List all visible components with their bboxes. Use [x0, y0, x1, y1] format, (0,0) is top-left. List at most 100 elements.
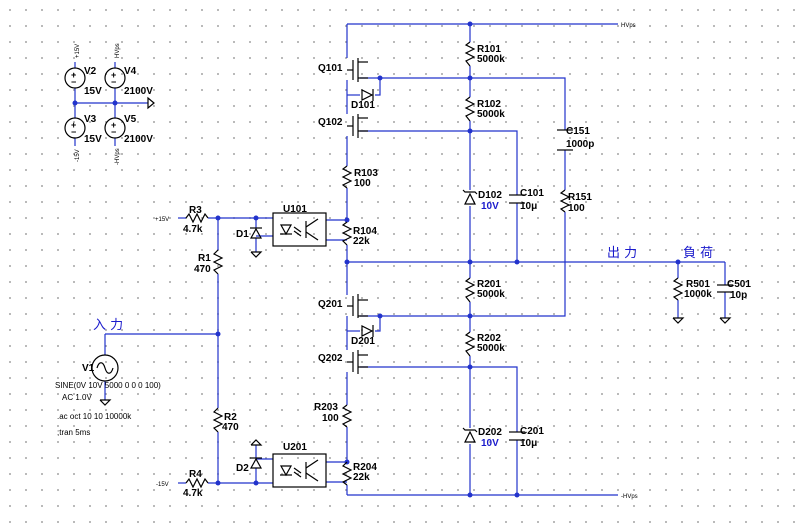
net-label-p15-small: +15V [75, 44, 81, 58]
r203-label: R203 [314, 402, 338, 413]
d202-label: D202 [478, 427, 502, 438]
d102-value: 10V [481, 201, 499, 212]
v2-ref: V2 [84, 66, 97, 77]
input-label: 入 力 [93, 318, 123, 333]
r102-label: R102 [477, 99, 501, 110]
capacitor-c501[interactable] [717, 284, 733, 293]
r501-value: 1000k [684, 289, 712, 300]
zener-d202[interactable] [462, 427, 478, 443]
ground-arrow-icon [147, 96, 155, 110]
v4-value: 2100V [124, 86, 153, 97]
q201-label: Q201 [318, 299, 343, 310]
mosfet-q102[interactable] [347, 114, 368, 138]
resistor-r2[interactable] [212, 407, 224, 433]
r4-value: 4.7k [183, 488, 203, 499]
capacitor-c201[interactable] [509, 431, 525, 441]
resistor-r203[interactable] [341, 404, 353, 428]
mosfet-q201[interactable] [347, 294, 368, 318]
diode-d201[interactable] [361, 325, 374, 337]
photocoupler-u201[interactable] [272, 453, 327, 488]
ac-source-v1[interactable] [91, 354, 119, 382]
resistor-r1[interactable] [212, 249, 224, 275]
ac-directive: .ac oct 10 10 10000k [57, 412, 132, 421]
supply-block: + − + − + − + − +15V HVps -15V -HVps V2 … [64, 43, 155, 165]
v3-value: 15V [84, 134, 102, 145]
zener-d102[interactable] [462, 189, 478, 205]
resistor-r151[interactable] [559, 189, 571, 213]
mosfet-q202[interactable] [347, 350, 368, 374]
v3-ref: V3 [84, 114, 97, 125]
r104-label: R104 [353, 226, 377, 237]
r2-value: 470 [222, 422, 239, 433]
resistor-r102[interactable] [464, 96, 476, 122]
net-label-p15: +15V [155, 217, 169, 223]
resistor-r3[interactable] [185, 212, 209, 224]
component-labels: Q101 Q102 Q201 Q202 D101 D201 R101 5000k… [55, 44, 751, 499]
voltage-source-v3[interactable]: + − [64, 117, 86, 139]
c101-label: C101 [520, 188, 544, 199]
v1-wave: SINE(0V 10V 5000 0 0 0 100) [55, 381, 161, 390]
r1-value: 470 [194, 264, 211, 275]
u101-label: U101 [283, 204, 307, 215]
d102-label: D102 [478, 190, 502, 201]
r103-value: 100 [354, 178, 371, 189]
c201-value: 10μ [520, 438, 537, 449]
r102-value: 5000k [477, 109, 505, 120]
v1-ac: AC 1.0V [62, 393, 92, 402]
resistor-r201[interactable] [464, 277, 476, 303]
voltage-source-v4[interactable]: + − [104, 67, 126, 89]
resistor-r202[interactable] [464, 331, 476, 357]
output-label: 出 力 [607, 246, 637, 261]
r103-label: R103 [354, 168, 378, 179]
svg-text:−: − [111, 127, 116, 137]
photocoupler-u101[interactable] [272, 212, 327, 247]
d1-label: D1 [236, 229, 249, 240]
voltage-source-v5[interactable]: + − [104, 117, 126, 139]
r104-value: 22k [353, 236, 370, 247]
diode-d2[interactable] [249, 457, 263, 469]
r204-value: 22k [353, 472, 370, 483]
r204-label: R204 [353, 462, 377, 473]
r3-label: R3 [189, 205, 202, 216]
resistor-r101[interactable] [464, 41, 476, 67]
d202-value: 10V [481, 438, 499, 449]
r202-value: 5000k [477, 343, 505, 354]
v4-ref: V4 [124, 66, 137, 77]
resistor-r103[interactable] [341, 165, 353, 189]
r3-value: 4.7k [183, 224, 203, 235]
svg-text:+: + [71, 120, 76, 130]
resistor-r501[interactable] [672, 277, 684, 301]
svg-text:+: + [71, 70, 76, 80]
c101-value: 10μ [520, 201, 537, 212]
r1-label: R1 [198, 253, 211, 264]
r201-value: 5000k [477, 289, 505, 300]
mosfet-q101[interactable] [347, 58, 368, 82]
c151-label: C151 [566, 126, 590, 137]
r201-label: R201 [477, 279, 501, 290]
resistor-r4[interactable] [185, 477, 209, 489]
r202-label: R202 [477, 333, 501, 344]
resistor-r104[interactable] [341, 221, 353, 246]
r501-label: R501 [686, 279, 710, 290]
c201-label: C201 [520, 426, 544, 437]
diode-d1[interactable] [249, 227, 263, 239]
svg-text:−: − [71, 127, 76, 137]
resistor-r204[interactable] [341, 461, 353, 486]
c501-value: 10p [730, 290, 747, 301]
capacitor-c151[interactable] [557, 129, 573, 151]
q101-label: Q101 [318, 63, 343, 74]
voltage-source-v2[interactable]: + − [64, 67, 86, 89]
c501-label: C501 [727, 279, 751, 290]
capacitor-c101[interactable] [509, 194, 525, 204]
diode-d101[interactable] [361, 89, 374, 101]
r151-value: 100 [568, 203, 585, 214]
r203-value: 100 [322, 413, 339, 424]
v1-label: V1 [82, 363, 95, 374]
tran-directive: ;tran 5ms [57, 428, 90, 437]
d201-label: D201 [351, 336, 375, 347]
ground-icon [99, 251, 732, 446]
net-label-neg-hvps-small: -HVps [115, 148, 121, 165]
r101-label: R101 [477, 44, 501, 55]
r4-label: R4 [189, 469, 202, 480]
